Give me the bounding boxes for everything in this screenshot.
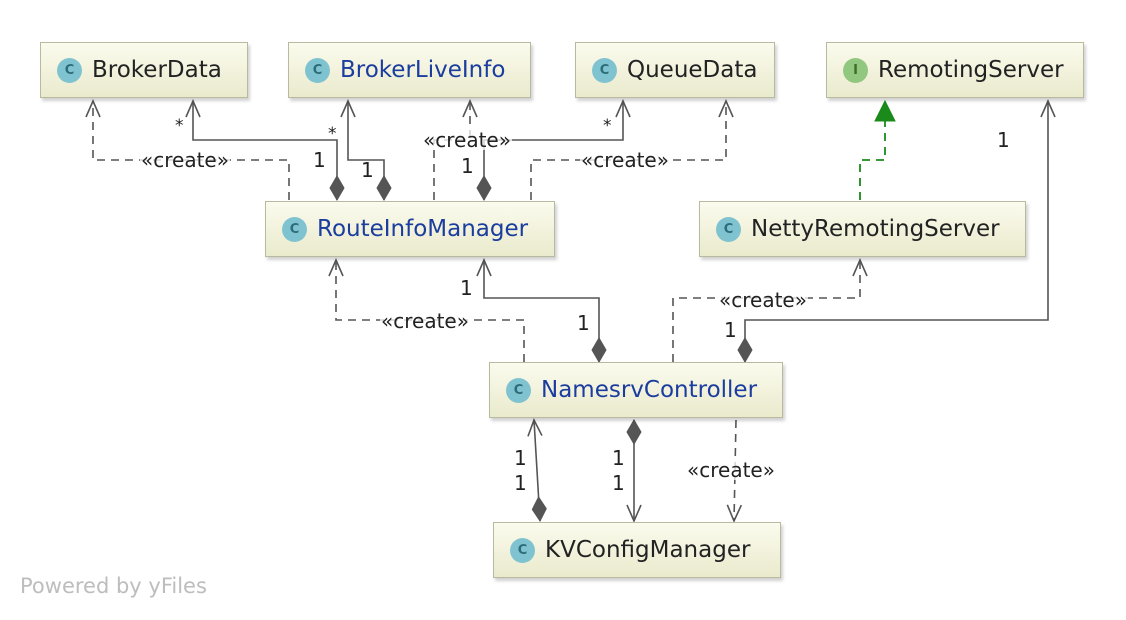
edge-composition-kv-to-namesrv (527, 418, 547, 522)
stereotype-label: «create» (422, 128, 512, 152)
multiplicity-label: 1 (461, 154, 474, 178)
multiplicity-label: 1 (724, 318, 737, 342)
stereotype-label: «create» (140, 148, 230, 172)
edge-composition-brokerliveinfo (340, 99, 392, 201)
multiplicity-label: 1 (460, 276, 473, 300)
multiplicity-label: 1 (313, 148, 326, 172)
edge-realization-remotingserver (859, 99, 896, 200)
powered-by-watermark: Powered by yFiles (20, 574, 207, 598)
class-kvconfigmanager[interactable]: C KVConfigManager (493, 522, 781, 578)
class-icon: C (282, 216, 307, 242)
multiplicity-label: 1 (612, 446, 625, 470)
class-icon: C (57, 57, 82, 83)
class-icon: C (716, 216, 741, 242)
stereotype-label: «create» (380, 309, 470, 333)
multiplicity-label: * (328, 124, 337, 144)
multiplicity-label: 1 (514, 471, 527, 495)
multiplicity-label: 1 (997, 128, 1010, 152)
class-routeinfomanager-label: RouteInfoManager (317, 216, 529, 242)
edge-composition-routeinfomanager (476, 258, 607, 363)
class-brokerdata-label: BrokerData (92, 57, 222, 83)
class-icon: C (305, 57, 330, 83)
edge-composition-remotingserver (737, 99, 1056, 363)
edge-composition-brokerdata (185, 99, 345, 201)
class-kvconfigmanager-label: KVConfigManager (545, 537, 751, 563)
stereotype-label: «create» (686, 458, 776, 482)
class-brokerliveinfo[interactable]: C BrokerLiveInfo (288, 42, 531, 98)
class-brokerliveinfo-label: BrokerLiveInfo (340, 57, 506, 83)
class-routeinfomanager[interactable]: C RouteInfoManager (265, 201, 555, 257)
interface-icon: I (843, 57, 868, 83)
class-nettyremotingserver[interactable]: C NettyRemotingServer (699, 201, 1026, 257)
multiplicity-label: 1 (612, 471, 625, 495)
edge-composition-queuedata (476, 99, 631, 201)
multiplicity-label: 1 (361, 158, 374, 182)
class-icon: C (510, 537, 535, 563)
class-namesrvcontroller-label: NamesrvController (541, 377, 758, 403)
class-brokerdata[interactable]: C BrokerData (40, 42, 248, 98)
class-namesrvcontroller[interactable]: C NamesrvController (489, 362, 783, 418)
interface-remotingserver-label: RemotingServer (878, 57, 1064, 83)
stereotype-label: «create» (718, 288, 808, 312)
edge-create-queuedata (530, 99, 734, 200)
multiplicity-label: 1 (514, 446, 527, 470)
class-nettyremotingserver-label: NettyRemotingServer (751, 216, 1000, 242)
class-queuedata-label: QueueData (627, 57, 758, 83)
interface-remotingserver[interactable]: I RemotingServer (826, 42, 1084, 98)
class-icon: C (506, 377, 531, 403)
multiplicity-label: * (175, 116, 184, 136)
class-icon: C (592, 57, 617, 83)
multiplicity-label: 1 (577, 311, 590, 335)
stereotype-label: «create» (580, 148, 670, 172)
class-queuedata[interactable]: C QueueData (575, 42, 775, 98)
edge-create-kvconfigmanager (726, 419, 743, 523)
multiplicity-label: * (603, 116, 612, 136)
